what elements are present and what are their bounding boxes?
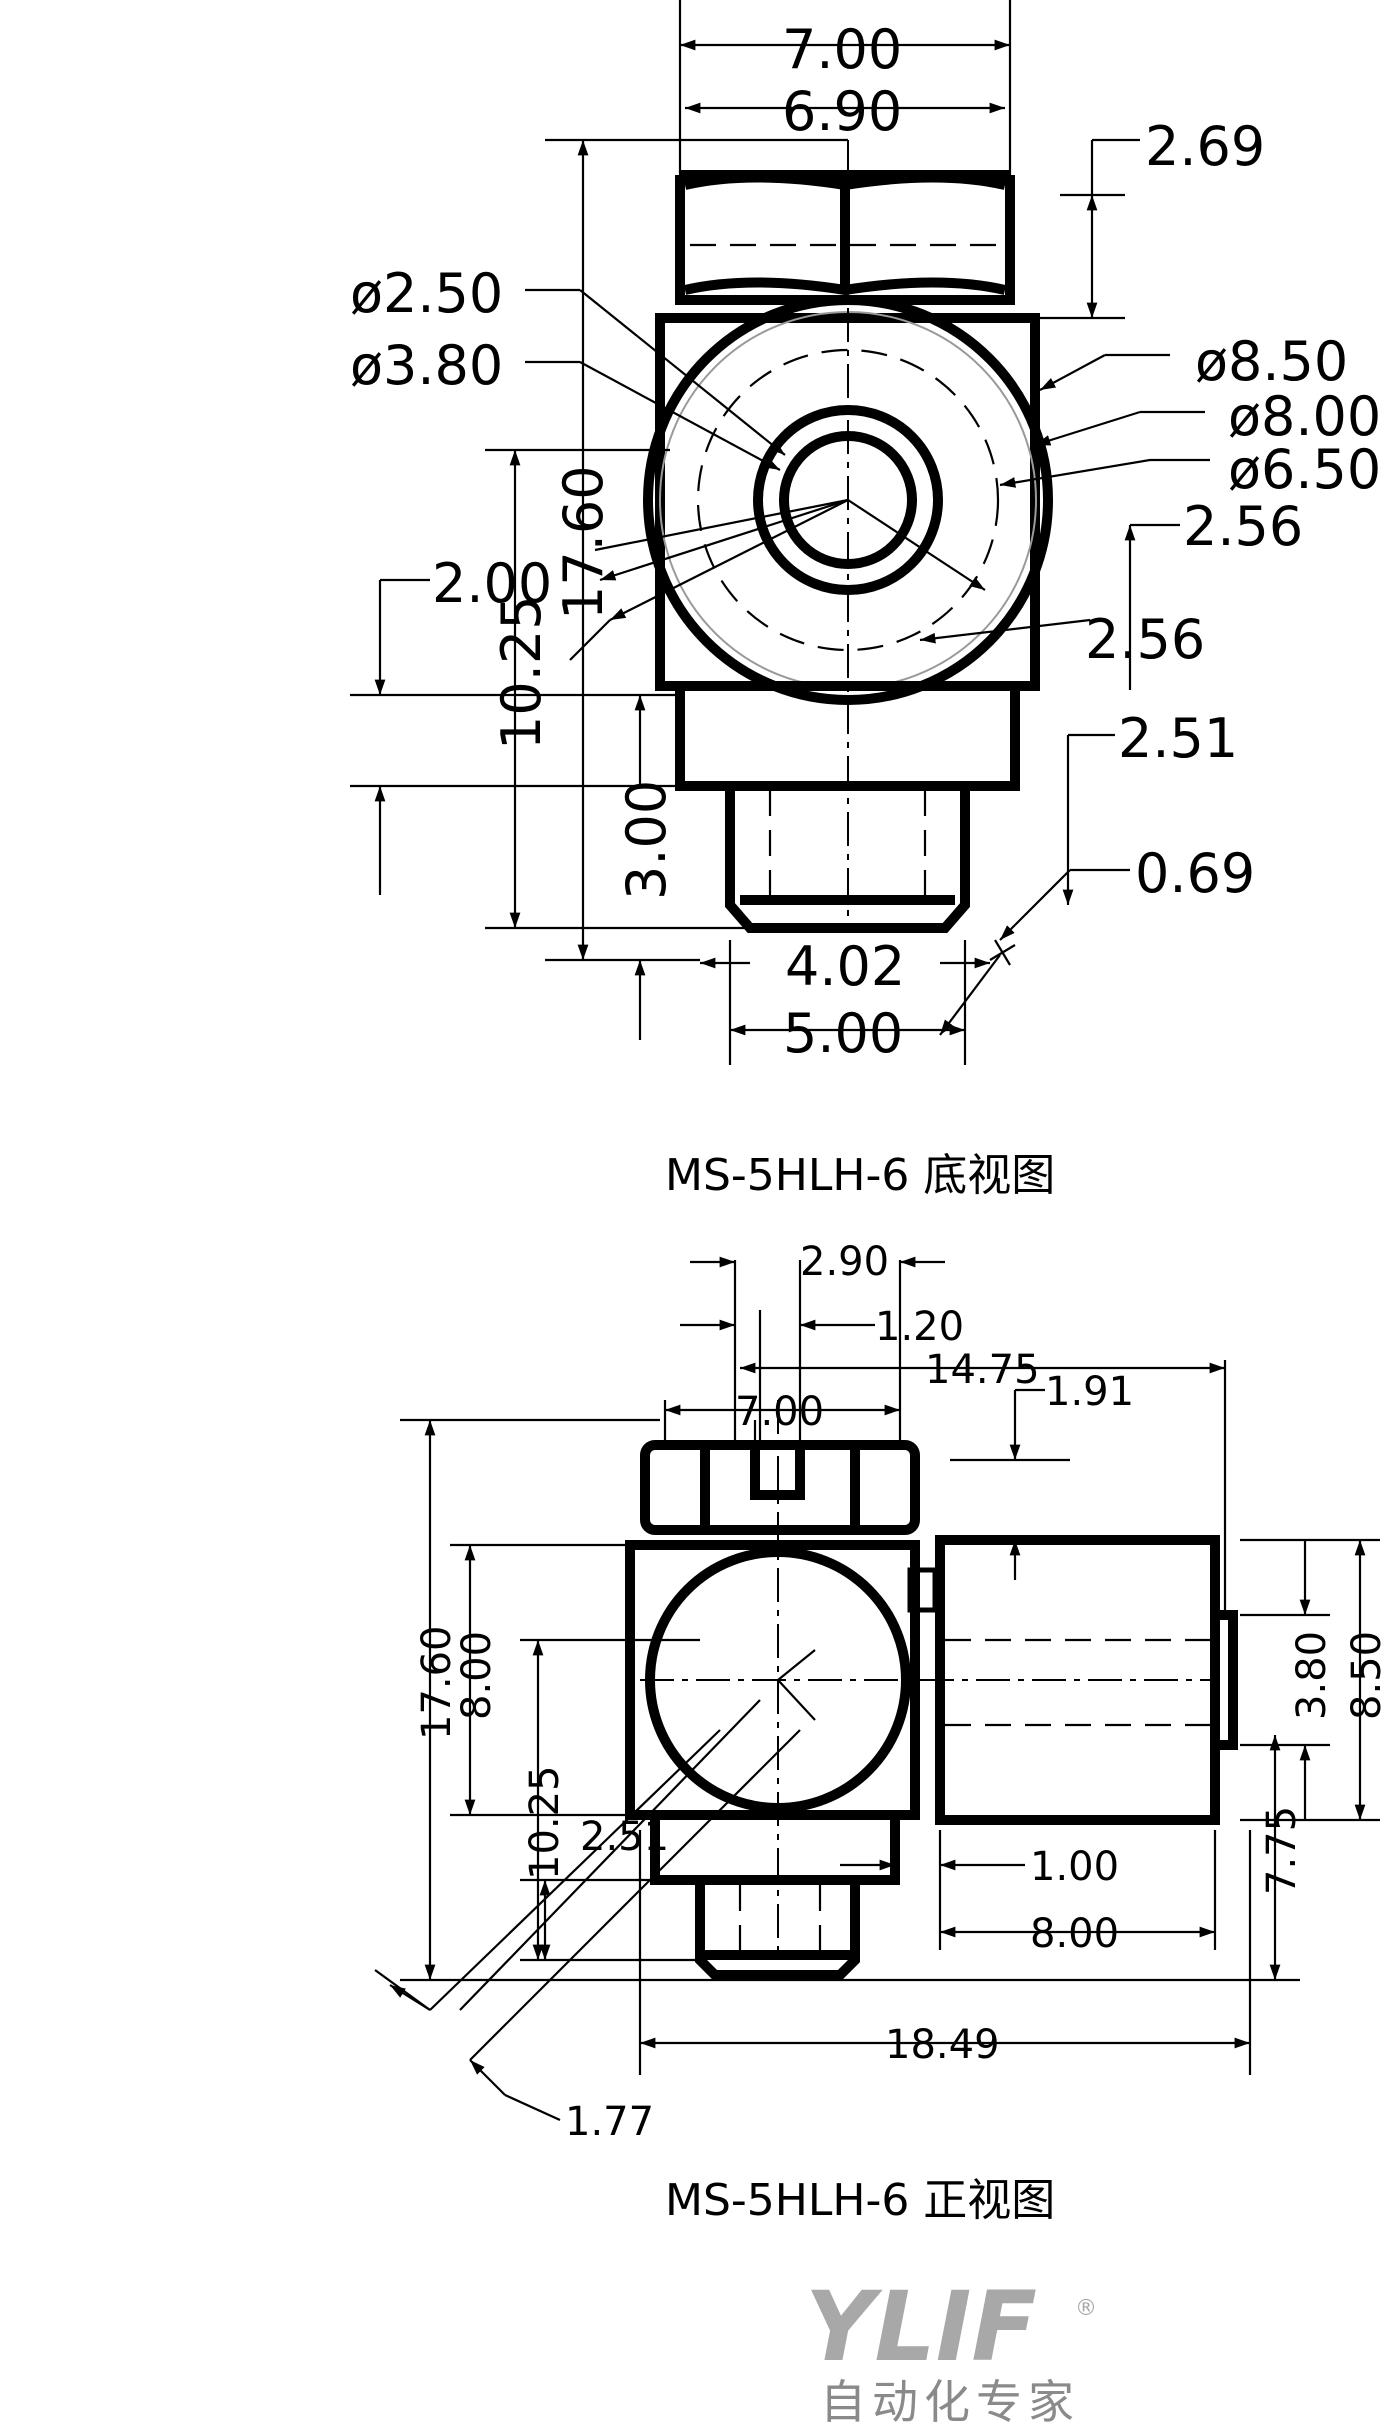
dim-text: 14.75 <box>925 1347 1040 1393</box>
radial-line <box>847 499 986 591</box>
dim-text: ø2.50 <box>350 262 503 325</box>
dim-text: 18.49 <box>885 2022 1000 2068</box>
dim-text: 2.51 <box>1118 707 1238 770</box>
front-view-caption: MS-5HLH-6 正视图 <box>665 2175 1055 2226</box>
logo-tagline: 自动化专家 <box>820 2375 1080 2429</box>
dim-text: 6.90 <box>782 80 902 143</box>
front-view: 2.90 1.20 14.75 1.91 7.00 17.60 8.00 10.… <box>374 1239 1390 2226</box>
dim-text: 8.00 <box>1030 1911 1119 1957</box>
dim-text: 1.20 <box>875 1304 964 1350</box>
radial-line <box>569 619 611 661</box>
dim-text: 4.02 <box>785 935 905 998</box>
dim-text: 7.00 <box>735 1389 824 1435</box>
dim-text: 17.60 <box>414 1625 460 1740</box>
tick-mark <box>994 939 1011 966</box>
logo-reg-mark: ® <box>1075 2296 1097 2321</box>
dim-text: 7.00 <box>782 18 902 81</box>
dim-text: 5.00 <box>783 1002 903 1065</box>
thread-outline <box>725 786 970 933</box>
nut-rect <box>640 1440 920 1535</box>
front-thread <box>695 1880 860 1980</box>
dim-text: ø8.50 <box>1195 330 1348 393</box>
radial-line <box>594 498 849 552</box>
diag-leader <box>459 1699 761 2011</box>
leader <box>504 2093 561 2122</box>
bottom-view-caption: MS-5HLH-6 底视图 <box>665 1150 1055 1201</box>
dim-text: 10.25 <box>522 1765 568 1880</box>
dim-text: 2.00 <box>432 552 552 615</box>
bottom-view: 7.00 6.90 2.69 ø2.50 ø3.80 ø8.50 ø8.00 ø… <box>350 0 1381 1201</box>
center-cross <box>777 1649 816 1681</box>
dim-line-0-69b <box>939 954 1001 1036</box>
diag-leader <box>429 1729 721 2011</box>
leader-2-50 <box>579 289 786 456</box>
radial-line <box>599 498 849 582</box>
logo-brand: YLIF <box>805 2271 1037 2383</box>
circle-6-50-hidden <box>696 348 1000 652</box>
dim-text: 3.00 <box>615 780 678 900</box>
leader-8-50 <box>1039 354 1106 391</box>
front-lower-block <box>650 1810 900 1885</box>
dim-text: 8.50 <box>1344 1631 1390 1720</box>
dim-text: 10.25 <box>490 595 553 750</box>
diag-leader <box>389 1984 431 2011</box>
leader-8-00 <box>1034 410 1141 447</box>
dim-text: 7.75 <box>1259 1806 1305 1895</box>
lower-block <box>675 681 1020 791</box>
dim-text: 8.00 <box>454 1631 500 1720</box>
dim-text: ø8.00 <box>1228 385 1381 448</box>
dim-line-1-77 <box>469 2059 506 2096</box>
socket-cap <box>1210 1610 1238 1750</box>
dim-text: 2.69 <box>1145 115 1265 178</box>
center-cross <box>777 1679 816 1721</box>
radial-line <box>609 499 849 621</box>
leader-3-80 <box>579 361 781 471</box>
dim-line-0-69 <box>999 869 1071 941</box>
dim-text: 3.80 <box>1289 1631 1335 1720</box>
dim-text: 2.56 <box>1085 608 1205 671</box>
dim-text: 17.60 <box>552 465 615 620</box>
dim-text: ø3.80 <box>350 334 503 397</box>
dim-text: 1.77 <box>565 2099 654 2145</box>
dim-text: 1.00 <box>1030 1844 1119 1890</box>
ylif-logo: YLIF ® 自动化专家 <box>805 2271 1097 2429</box>
dim-text: 1.91 <box>1045 1369 1134 1415</box>
dim-text: ø6.50 <box>1228 438 1381 501</box>
leader-2-56b <box>919 618 1091 644</box>
dim-text: 2.90 <box>800 1239 889 1285</box>
dim-text: 2.56 <box>1183 495 1303 558</box>
leader-6-50 <box>999 458 1151 488</box>
dim-text: 0.69 <box>1135 842 1255 905</box>
diag-leader <box>469 1729 801 2061</box>
